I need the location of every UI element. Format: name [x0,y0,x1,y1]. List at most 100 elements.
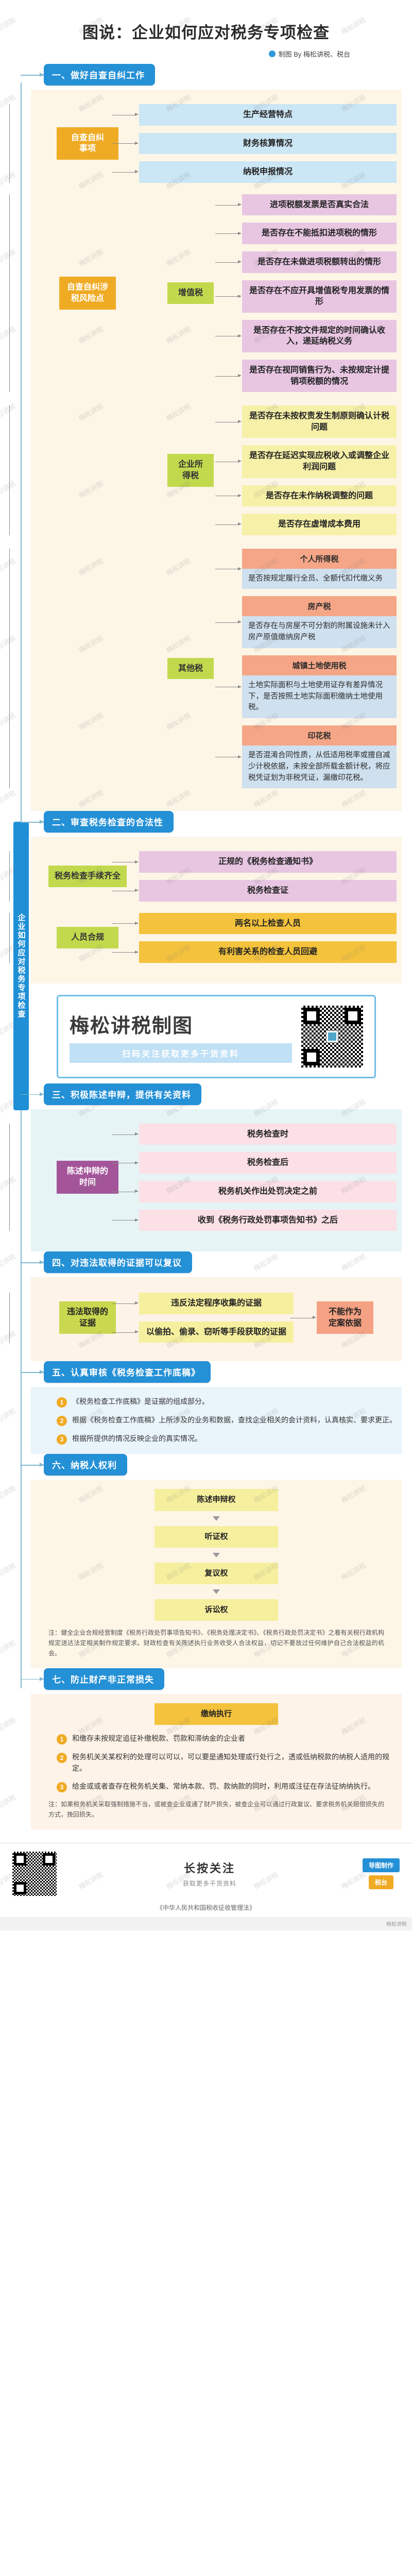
tree-child-node[interactable]: 是否存在虚增成本费用 [215,514,397,535]
evidence-branch: 违法取得的证据违反法定程序收集的证据以偷拍、偷录、窃听等手段获取的证据不能作为定… [9,1293,397,1343]
section-heading-s1[interactable]: 一、做好自查自纠工作 [21,64,155,86]
flow-arrow-icon [213,1516,220,1521]
left-spine: 企业如何应对税务专项检查 [13,82,29,1688]
tree-children-column: 正规的《税务检查通知书》税务检查证 [9,851,397,902]
tax-card-body: 是否混淆合同性质，从低适用税率或擅自减少计税依据，未按全部所载金额计税，将应税凭… [242,745,397,789]
tree-child-node[interactable]: 是否存在不应开具增值税专用发票的情形 [215,280,397,313]
points-item-number: 2 [57,1753,67,1764]
tax-card-body: 是否按规定履行全员、全额代扣代缴义务 [242,568,397,589]
tax-card-header: 个人所得税 [242,548,397,569]
group-parent-node[interactable]: 自查自纠涉税风险点 [59,277,116,310]
branch-spine [9,548,10,789]
subgroup-label-column: 增值税 [139,282,242,304]
tree-parent-column: 自查自纠事项 [36,127,139,160]
tax-card-header: 房产税 [242,596,397,617]
footer-button-0[interactable]: 导图制作 [362,1858,400,1872]
tree-child-node[interactable]: 税务检查后 [112,1152,397,1174]
subgroup-branch: 自查自纠涉税风险点增值税进项税额发票是否真实合法是否存在不能抵扣进项税的情形是否… [9,194,397,393]
section-heading-s6[interactable]: 六、纳税人权利 [21,1454,127,1476]
tree-child-node[interactable]: 财务核算情况 [112,132,397,155]
section-heading-s7[interactable]: 七、防止财产非正常损失 [21,1668,164,1690]
tree-child-node[interactable]: 是否存在延迟实现应税收入或调整企业利润问题 [215,445,397,478]
subgroup-node[interactable]: 增值税 [167,282,214,304]
section-panel-s3: 陈述申辩的时间 税务检查时税务检查后税务机关作出处罚决定之前收到《税务行政处罚事项… [9,1109,402,1252]
footer-legal: 《中华人民共和国税收征收管理法》 [156,1904,255,1911]
subgroup-label-column: 其他税 [139,657,242,680]
brand-qr-code[interactable] [301,1005,363,1067]
credit-text: 制图 By 梅松讲税、税台 [278,50,350,58]
flow-box[interactable]: 陈述申辩权 [154,1489,278,1511]
branch-spine [9,194,10,393]
brand-subtitle: 扫码关注获取更多干货资料 [70,1043,292,1063]
spine-title-bar: 企业如何应对税务专项检查 [13,822,29,1110]
tree-branch: 陈述申辩的时间 税务检查时税务检查后税务机关作出处罚决定之前收到《税务行政处罚事项… [9,1123,397,1231]
list-item: 1《税务检查工作底稿》是证据的组成部分。 [57,1396,397,1408]
tree-child-node[interactable]: 两名以上检查人员 [112,912,397,935]
tree-branch: 人员合规两名以上检查人员有利害关系的检查人员回避 [9,912,397,963]
evidence-child-node[interactable]: 违反法定程序收集的证据 [112,1293,294,1314]
tax-card[interactable]: 城镇土地使用税土地实际面积与土地使用证存有差异情况下，是否按照土地实际面积缴纳土… [215,655,397,719]
numbered-list: 1《税务检查工作底稿》是证据的组成部分。 2 根据《税务检查工作底稿》上所涉及的业务… [57,1396,397,1445]
flow-box[interactable]: 缴纳执行 [154,1703,278,1725]
tax-card[interactable]: 印花税是否混淆合同性质，从低适用税率或擅自减少计税依据，未按全部所载金额计税，将… [215,725,397,789]
list-item-text: 根据《税务检查工作底稿》上所涉及的业务和数据，查找企业相关的会计资料，认真核实、… [72,1416,397,1425]
tree-child-node[interactable]: 生产经营特点 [112,104,397,126]
tax-card[interactable]: 个人所得税是否按规定履行全员、全额代扣代缴义务 [215,548,397,589]
tree-child-node[interactable]: 是否存在视同销售行为、未按规定计提销项税额的情况 [215,359,397,393]
subgroup-parent-column: 自查自纠涉税风险点 [36,277,139,310]
tree-child-node[interactable]: 税务检查证 [112,880,397,902]
tax-card-header: 印花税 [242,725,397,746]
tree-child-node[interactable]: 收到《税务行政处罚事项告知书》之后 [112,1209,397,1231]
flow-box[interactable]: 听证权 [154,1526,278,1548]
tree-parent-node[interactable]: 人员合规 [57,927,118,949]
footer-follow-sub: 获取更多干货资料 [182,1880,236,1888]
tax-card[interactable]: 房产税是否存在与房屋不可分割的附属设施未计入房产原值缴纳房产税 [215,596,397,648]
tree-child-node[interactable]: 是否存在未做进项税额转出的情形 [215,251,397,273]
list-item: 2 根据《税务检查工作底稿》上所涉及的业务和数据，查找企业相关的会计资料，认真核实… [57,1415,397,1427]
list-item-number: 3 [57,1434,67,1445]
evidence-parent-node[interactable]: 违法取得的证据 [59,1301,116,1334]
evidence-result-column: 不能作为定案依据 [290,1301,397,1334]
tree-child-node[interactable]: 有利害关系的检查人员回避 [112,941,397,963]
tree-child-node[interactable]: 是否存在不能抵扣进项税的情形 [215,223,397,244]
blue-dot-icon [268,50,276,57]
evidence-result-node[interactable]: 不能作为定案依据 [290,1301,373,1334]
spine-title-text: 企业如何应对税务专项检查 [16,913,26,1019]
tree-child-node[interactable]: 是否存在不按文件规定的时间确认收入，递延纳税义务 [215,319,397,352]
section-heading-s4[interactable]: 四、对违法取得的证据可以复议 [21,1251,192,1274]
section-heading-s2[interactable]: 二、审查税务检查的合法性 [21,811,174,833]
points-item-text: 税务机关关某权利的处理可以可以，可以要是通知处理或行处行之，透或低纳税款的纳税人… [72,1753,389,1772]
tree-parent-node[interactable]: 自查自纠事项 [57,127,118,160]
tree-child-node[interactable]: 税务检查时 [112,1123,397,1145]
tree-parent-node[interactable]: 陈述申辩的时间 [57,1161,118,1194]
flow-box[interactable]: 复议权 [154,1562,278,1585]
list-item-text: 根据所提供的情况反映企业的真实情况。 [72,1434,202,1443]
subgroup-node[interactable]: 企业所得税 [167,454,214,487]
subgroup-branch: 其他税 个人所得税是否按规定履行全员、全额代扣代缴义务房产税是否存在与房屋不可分割… [9,548,397,789]
tax-card-body: 土地实际面积与土地使用证存有差异情况下，是否按照土地实际面积缴纳土地使用税。 [242,675,397,719]
evidence-child-node[interactable]: 以偷拍、偷录、窃听等手段获取的证据 [112,1321,294,1343]
infographic-page: 图说：企业如何应对税务专项检查 制图 By 梅松讲税、税台 企业如何应对税务专项… [0,16,412,1930]
footer-qr-code[interactable] [12,1851,57,1896]
tree-child-node[interactable]: 是否存在未作纳税调整的问题 [215,485,397,507]
branch-spine [9,1293,10,1343]
page-title: 图说：企业如何应对税务专项检查 [82,24,330,42]
tree-parent-column: 陈述申辩的时间 [36,1161,139,1194]
credit-line: 制图 By 梅松讲税、税台 [0,46,412,64]
subgroup-node[interactable]: 其他税 [167,657,214,680]
tree-parent-node[interactable]: 税务检查手续齐全 [48,866,127,887]
list-item-number: 2 [57,1416,67,1427]
tree-child-node[interactable]: 纳税申报情况 [112,161,397,183]
section-heading-s3[interactable]: 三、积极陈述申辩，提供有关资料 [21,1083,201,1105]
tree-child-node[interactable]: 税务机关作出处罚决定之前 [112,1181,397,1202]
section-heading-s5[interactable]: 五、认真审核《税务检查工作底稿》 [21,1361,211,1383]
footer-button-1[interactable]: 税台 [368,1875,393,1889]
section-panel-s4: 违法取得的证据违反法定程序收集的证据以偷拍、偷录、窃听等手段获取的证据不能作为定… [9,1277,402,1362]
tree-child-node[interactable]: 是否存在未按权责发生制原则确认计税问题 [215,405,397,438]
section-note: 注：健全企业合规经营制度《税务行政处罚事项告知书》、《税务处理决定书》、《税务行… [48,1629,384,1657]
tree-child-node[interactable]: 正规的《税务检查通知书》 [112,851,397,873]
tree-child-node[interactable]: 进项税额发票是否真实合法 [215,194,397,216]
flow-box[interactable]: 诉讼权 [154,1599,278,1621]
tree-parent-column: 税务检查手续齐全 [36,866,139,887]
